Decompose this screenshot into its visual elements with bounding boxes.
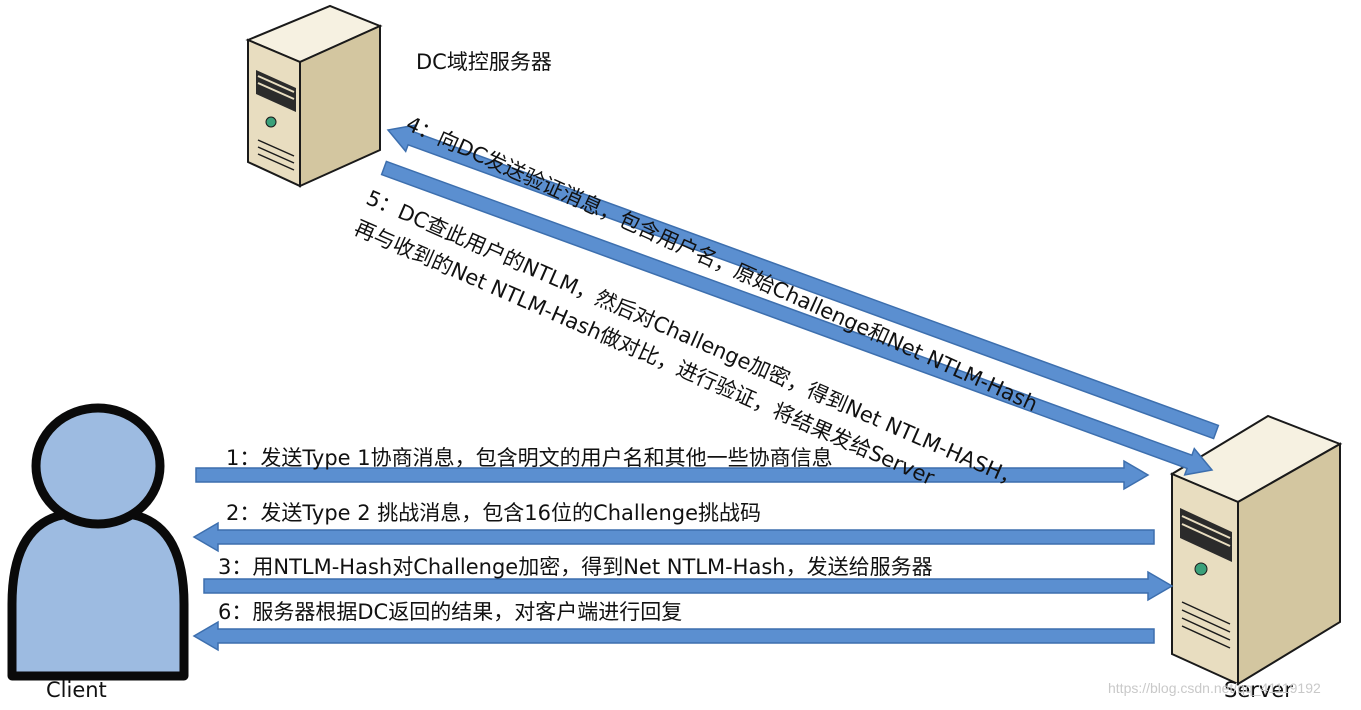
step-2-label: 2：发送Type 2 挑战消息，包含16位的Challenge挑战码 xyxy=(226,501,762,525)
step-3-arrow xyxy=(203,570,1174,602)
server-label: Server xyxy=(1224,678,1293,702)
client-label: Client xyxy=(46,678,107,702)
dc-label: DC域控服务器 xyxy=(416,50,552,74)
step-2-arrow xyxy=(192,521,1155,553)
step-6-arrow xyxy=(192,620,1155,652)
step-1-arrow xyxy=(195,459,1150,491)
step-4-arrow xyxy=(386,124,1220,440)
step-3-label: 3：用NTLM-Hash对Challenge加密，得到Net NTLM-Hash… xyxy=(218,555,933,579)
dc-server-icon xyxy=(245,4,383,188)
step-1-label: 1：发送Type 1协商消息，包含明文的用户名和其他一些协商信息 xyxy=(226,446,833,470)
watermark: https://blog.csdn.net/qq_41119192 xyxy=(1108,680,1321,696)
server-icon xyxy=(1169,414,1343,686)
step-6-label: 6：服务器根据DC返回的结果，对客户端进行回复 xyxy=(218,600,683,624)
client-user-icon xyxy=(7,403,189,681)
step-5-arrow xyxy=(380,160,1214,476)
message-arrows xyxy=(192,124,1220,652)
